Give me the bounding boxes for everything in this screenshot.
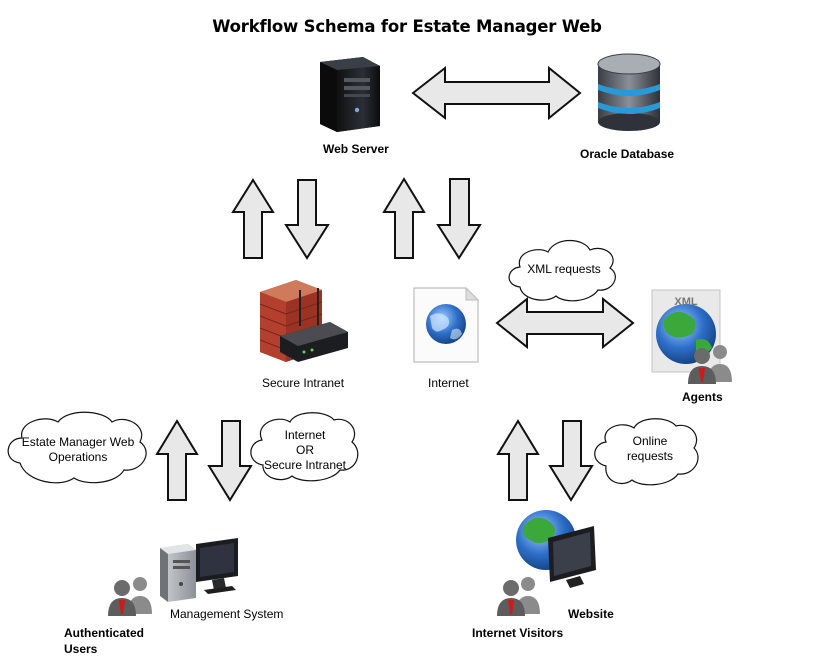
label-internet-visitors: Internet Visitors: [472, 626, 564, 640]
firewall-router-icon: [259, 280, 348, 362]
cloud-line: XML requests: [527, 262, 601, 276]
cloud-line: Operations: [48, 450, 108, 464]
label-web-server: Web Server: [323, 142, 389, 156]
computer-icon: [160, 538, 238, 602]
arrow-up-website-to-internet: [496, 419, 540, 501]
arrow-up-intranet-to-server: [231, 178, 275, 259]
arrow-down-server-to-internet: [436, 178, 482, 260]
cloud-line: Estate Manager Web: [21, 435, 135, 449]
double-arrow-internet-agents: [495, 296, 635, 350]
xml-badge-text: XML: [674, 296, 698, 308]
cloud-line: requests: [626, 449, 674, 463]
globe-document-icon: [413, 286, 480, 363]
label-authenticated-users-2: Users: [64, 642, 98, 656]
label-oracle-database: Oracle Database: [580, 147, 675, 161]
arrow-down-internet-to-website: [548, 420, 594, 502]
cloud-line: Online: [632, 434, 668, 448]
authenticated-users-icon: [108, 577, 152, 616]
arrow-down-server-to-intranet: [284, 179, 330, 260]
cloud-internet-or-intranet: [250, 412, 359, 482]
cloud-line: OR: [296, 443, 314, 457]
label-management-system: Management System: [170, 607, 284, 621]
double-arrow-server-database: [411, 65, 582, 121]
cloud-estate-operations: [7, 411, 147, 484]
cloud-text-internet-or-intranet: Internet OR Secure Intranet: [250, 428, 360, 473]
diagram-title: Workflow Schema for Estate Manager Web: [212, 17, 602, 36]
label-website: Website: [568, 607, 614, 621]
cloud-line: Internet: [284, 428, 326, 442]
cloud-xml-requests: [508, 239, 616, 302]
label-authenticated-users-1: Authenticated: [64, 626, 145, 640]
cloud-text-estate-operations: Estate Manager Web Operations: [8, 435, 148, 465]
agents-users-icon: [688, 345, 732, 384]
cloud-line: Secure Intranet: [263, 458, 347, 472]
arrow-up-management-to-intranet: [155, 419, 199, 501]
arrow-down-intranet-to-management: [207, 420, 253, 502]
label-secure-intranet: Secure Intranet: [262, 376, 345, 390]
label-internet: Internet: [428, 376, 469, 390]
cloud-text-xml-requests: XML requests: [508, 262, 620, 277]
arrow-up-internet-to-server: [382, 177, 426, 259]
server-tower-icon: [320, 57, 380, 132]
internet-visitors-icon: [497, 577, 540, 616]
cloud-online-requests: [594, 418, 699, 486]
cloud-text-online-requests: Online requests: [598, 434, 702, 464]
database-icon: [597, 53, 661, 131]
label-agents: Agents: [682, 390, 723, 404]
globe-monitor-icon: [516, 510, 596, 588]
